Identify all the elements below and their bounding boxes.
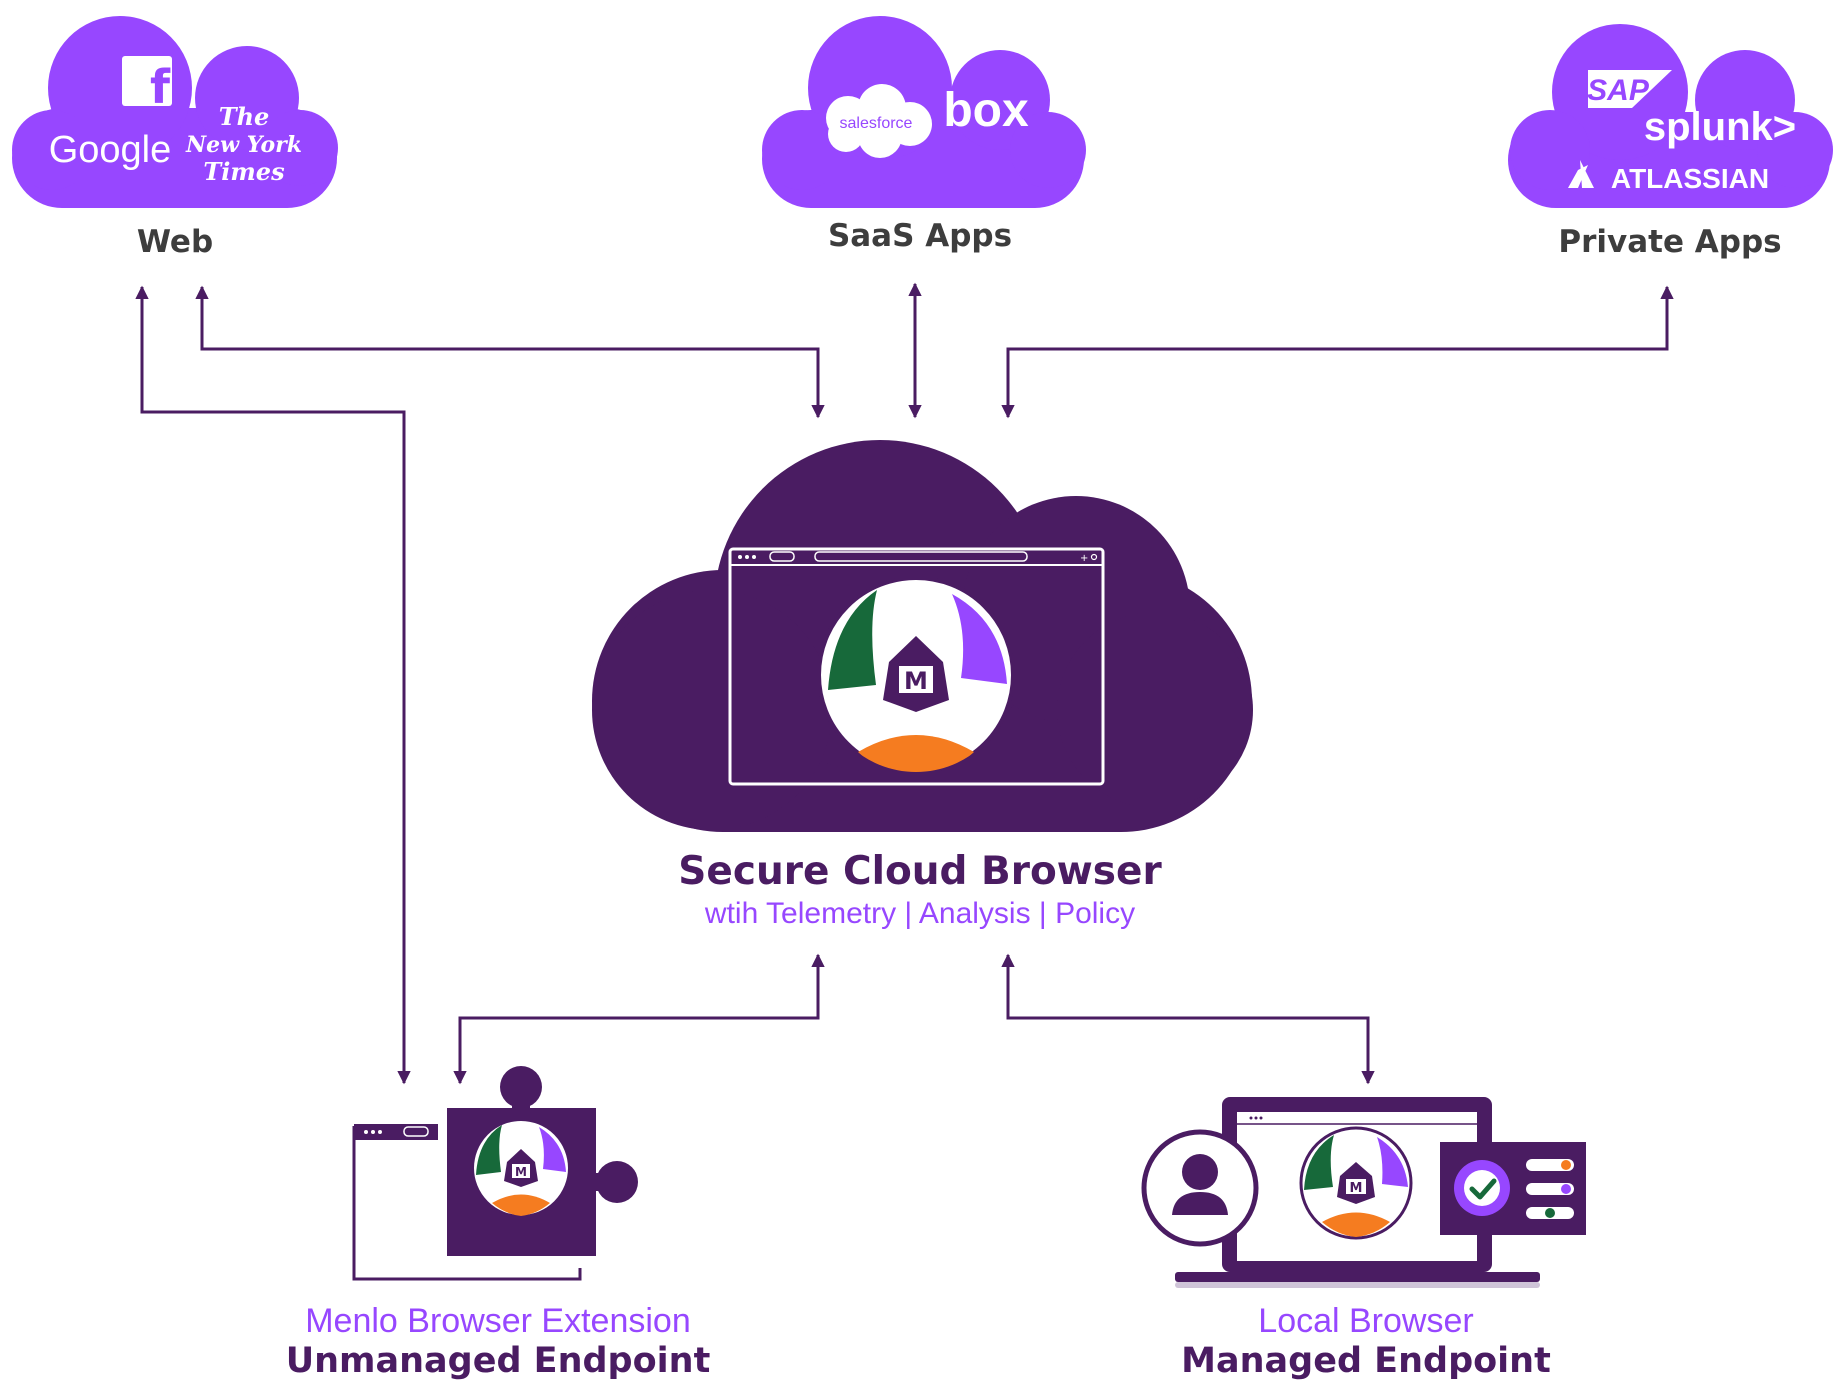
local-browser-title: Managed Endpoint [1181, 1341, 1551, 1381]
salesforce-text: salesforce [840, 115, 913, 132]
local-menlo-badge-icon: M [1299, 1126, 1413, 1240]
nyt-line-1: The [219, 102, 270, 131]
private-apps-cloud: SAP splunk> ATLASSIAN [1508, 24, 1833, 208]
web-cloud: f Google The New York Times [12, 16, 338, 208]
atlassian-text: ATLASSIAN [1611, 163, 1769, 194]
extension-menlo-badge-icon: M [472, 1119, 570, 1217]
private-apps-label: Private Apps [1558, 224, 1782, 260]
local-browser-subtitle: Local Browser [1258, 1302, 1474, 1340]
browser-window: + [728, 547, 1105, 786]
facebook-icon: f [122, 56, 172, 114]
policy-panel [1440, 1142, 1586, 1235]
splunk-logo: splunk> [1644, 105, 1796, 149]
secure-cloud-browser-title: Secure Cloud Browser [678, 849, 1162, 894]
secure-cloud-browser-subtitle: wtih Telemetry | Analysis | Policy [704, 897, 1136, 930]
connector-web-to-extension [135, 285, 411, 1085]
connector-web-to-center [195, 285, 825, 419]
facebook-letter: f [150, 60, 171, 114]
menlo-badge-letter: M [904, 667, 928, 695]
box-logo: box [943, 84, 1029, 137]
saas-apps-label: SaaS Apps [827, 218, 1013, 254]
secure-cloud-browser-cloud: + M [592, 440, 1253, 832]
nyt-logo: The New York Times [185, 102, 302, 186]
connector-center-to-local [1001, 953, 1375, 1085]
user-icon [1141, 1129, 1259, 1247]
nyt-line-2: New York [185, 132, 302, 158]
extension-browser-frame [352, 1124, 582, 1281]
extension-subtitle: Menlo Browser Extension [305, 1302, 691, 1340]
browser-extension-graphic: M [352, 1066, 638, 1281]
sap-text: SAP [1587, 74, 1650, 107]
svg-text:+: + [1080, 553, 1088, 564]
connector-center-to-extension [453, 953, 825, 1085]
connector-private-to-center [1001, 285, 1674, 419]
atlassian-icon [1568, 160, 1594, 188]
nyt-line-3: Times [203, 157, 285, 186]
google-logo: Google [49, 129, 172, 171]
gear-check-icon [1454, 1160, 1510, 1216]
atlassian-logo: ATLASSIAN [1568, 160, 1769, 194]
extension-title: Unmanaged Endpoint [285, 1341, 711, 1381]
sap-logo: SAP [1587, 70, 1672, 108]
connectors [135, 282, 1674, 1085]
local-badge-letter: M [1350, 1181, 1363, 1196]
local-browser-graphic: M [1141, 1097, 1586, 1288]
salesforce-logo: salesforce [826, 84, 932, 158]
web-label: Web [136, 224, 214, 260]
extension-badge-letter: M [515, 1165, 527, 1179]
saas-cloud: salesforce box [762, 16, 1086, 208]
menlo-badge-icon: M [817, 576, 1015, 774]
